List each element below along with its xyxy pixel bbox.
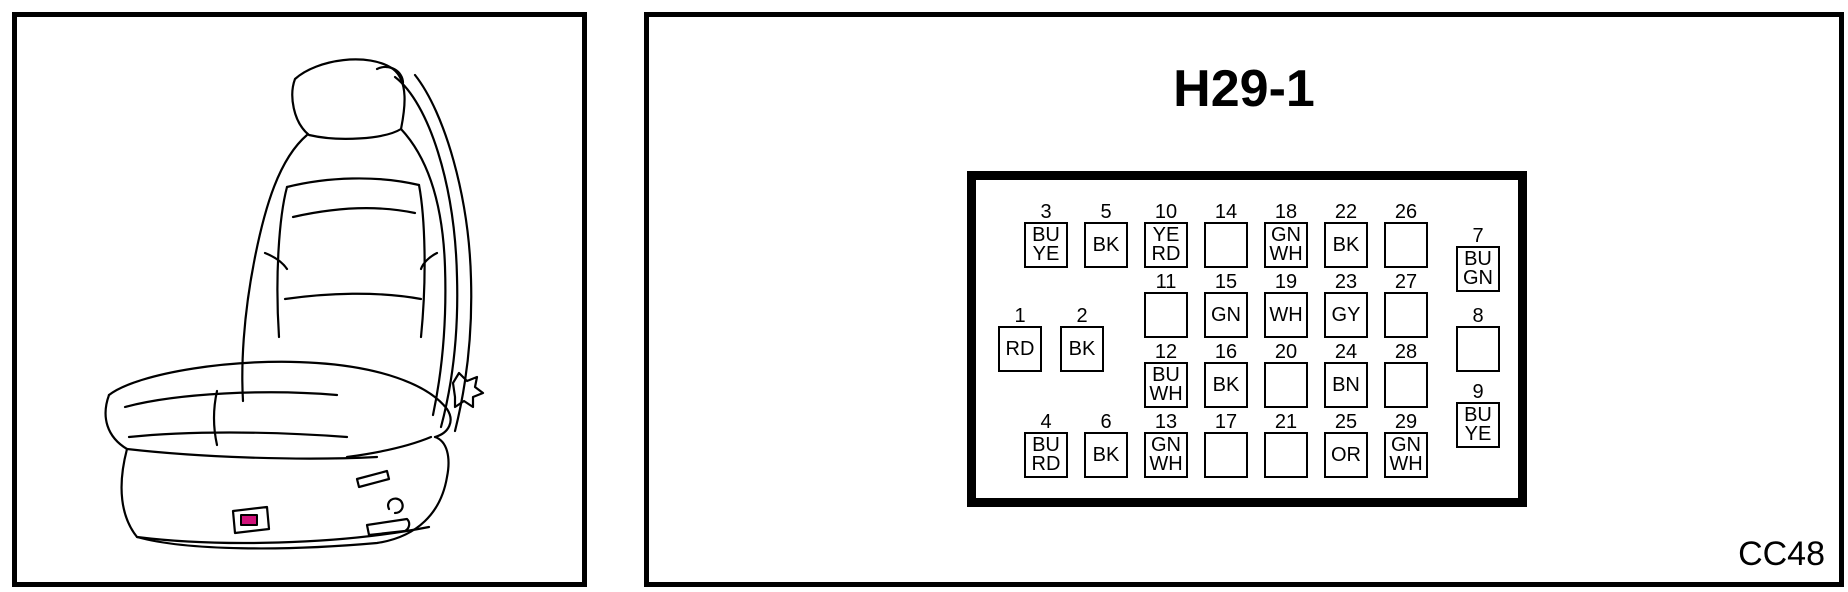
pin-number: 16 <box>1214 341 1238 363</box>
wire-color-code: GN <box>1271 224 1301 246</box>
wire-color-code: YE <box>1152 224 1180 246</box>
pin-number: 4 <box>1040 411 1052 433</box>
pin-number: 8 <box>1472 305 1484 327</box>
pin-cavity: BK <box>1084 432 1128 478</box>
wire-color-code: GN <box>1211 303 1241 326</box>
pin-number: 24 <box>1334 341 1358 363</box>
wire-color-code: BK <box>1092 443 1120 466</box>
pin-number: 12 <box>1154 341 1178 363</box>
wire-color-code: WH <box>1269 303 1303 326</box>
wire-color-code: BU <box>1152 364 1180 386</box>
wire-color-code: RD <box>1151 243 1181 265</box>
pin-number: 26 <box>1394 201 1418 223</box>
pin-number: 17 <box>1214 411 1238 433</box>
wire-color-code: RD <box>1031 453 1061 475</box>
pin-number: 28 <box>1394 341 1418 363</box>
wire-color-code: RD <box>1005 337 1035 360</box>
pin-cavity <box>1264 432 1308 478</box>
pin-cavity: WH <box>1264 292 1308 338</box>
pin-number: 6 <box>1100 411 1112 433</box>
wire-color-code: GN <box>1391 434 1421 456</box>
pin-number: 25 <box>1334 411 1358 433</box>
pin-number: 5 <box>1100 201 1112 223</box>
pin-number: 7 <box>1472 225 1484 247</box>
wire-color-code: WH <box>1149 383 1183 405</box>
pin-cavity <box>1264 362 1308 408</box>
wire-color-code: OR <box>1331 443 1361 466</box>
pin-number: 1 <box>1014 305 1026 327</box>
pin-cavity: BK <box>1084 222 1128 268</box>
pin-cavity: BN <box>1324 362 1368 408</box>
pin-number: 23 <box>1334 271 1358 293</box>
pin-number: 29 <box>1394 411 1418 433</box>
pin-number: 21 <box>1274 411 1298 433</box>
pin-cavity: BK <box>1204 362 1248 408</box>
pin-cavity: GN <box>1204 292 1248 338</box>
pin-number: 2 <box>1076 305 1088 327</box>
pin-number: 9 <box>1472 381 1484 403</box>
wire-color-code: BK <box>1332 233 1360 256</box>
car-seat-icon <box>104 58 485 550</box>
pin-cavity <box>1456 326 1500 372</box>
pin-number: 18 <box>1274 201 1298 223</box>
wire-color-code: WH <box>1149 453 1183 475</box>
pin-number: 3 <box>1040 201 1052 223</box>
wire-color-code: BK <box>1212 373 1240 396</box>
wire-color-code: BU <box>1464 404 1492 426</box>
pin-number: 10 <box>1154 201 1178 223</box>
wire-color-code: GY <box>1331 303 1361 326</box>
wire-color-code: BK <box>1092 233 1120 256</box>
wire-color-code: WH <box>1269 243 1303 265</box>
seat-illustration-panel <box>12 12 587 587</box>
wire-color-code: BU <box>1032 434 1060 456</box>
wire-color-code: BU <box>1464 248 1492 270</box>
pin-number: 15 <box>1214 271 1238 293</box>
pin-cavity: BK <box>1060 326 1104 372</box>
diagram-code: CC48 <box>1738 535 1825 573</box>
pin-number: 27 <box>1394 271 1418 293</box>
wire-color-code: YE <box>1464 423 1492 445</box>
pin-number: 22 <box>1334 201 1358 223</box>
pin-cavity <box>1384 292 1428 338</box>
pin-cavity <box>1204 222 1248 268</box>
pin-cavity: RD <box>998 326 1042 372</box>
pin-number: 19 <box>1274 271 1298 293</box>
wire-color-code: YE <box>1032 243 1060 265</box>
pin-number: 13 <box>1154 411 1178 433</box>
wire-color-code: BN <box>1332 373 1360 396</box>
pin-cavity: GY <box>1324 292 1368 338</box>
pin-cavity: OR <box>1324 432 1368 478</box>
pin-cavity <box>1204 432 1248 478</box>
wire-color-code: GN <box>1151 434 1181 456</box>
pin-cavity <box>1384 222 1428 268</box>
wire-color-code: BK <box>1068 337 1096 360</box>
connector-title: H29-1 <box>1173 60 1315 118</box>
wire-color-code: GN <box>1463 267 1493 289</box>
pin-number: 11 <box>1155 271 1177 293</box>
wire-color-code: BU <box>1032 224 1060 246</box>
pin-number: 20 <box>1274 341 1298 363</box>
pin-cavity: BK <box>1324 222 1368 268</box>
pin-cavity <box>1144 292 1188 338</box>
pin-number: 14 <box>1214 201 1238 223</box>
pin-cavity <box>1384 362 1428 408</box>
wire-color-code: WH <box>1389 453 1423 475</box>
